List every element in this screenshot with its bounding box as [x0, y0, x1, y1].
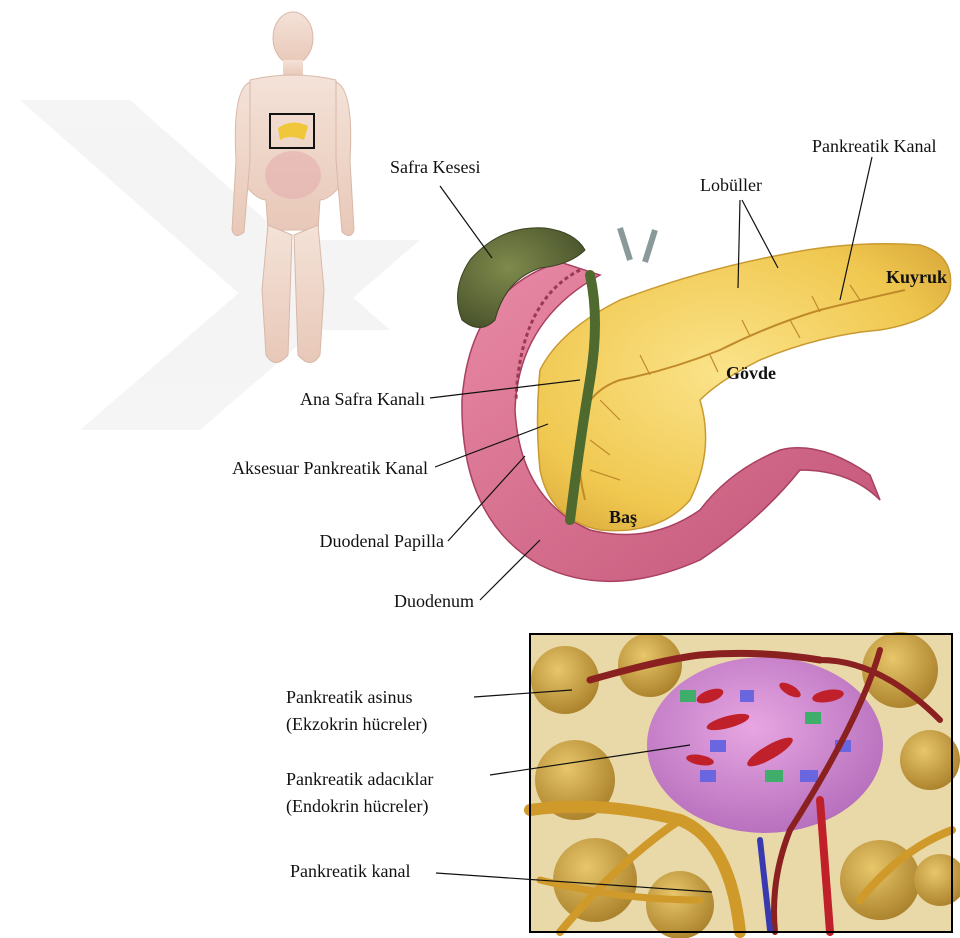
label-islets: Pankreatik adacıklar (Endokrin hücreler)	[286, 766, 433, 820]
label-duodenum: Duodenum	[394, 590, 474, 612]
label-islets-line2: (Endokrin hücreler)	[286, 793, 433, 820]
label-head: Baş	[609, 506, 637, 528]
label-accessory-duct: Aksesuar Pankreatik Kanal	[232, 457, 428, 479]
label-acinus: Pankreatik asinus (Ekzokrin hücreler)	[286, 684, 427, 738]
watermark	[20, 100, 420, 430]
label-islets-line1: Pankreatik adacıklar	[286, 766, 433, 793]
label-tail: Kuyruk	[886, 266, 947, 288]
label-pancreatic-duct: Pankreatik Kanal	[812, 135, 936, 157]
label-common-bile-duct: Ana Safra Kanalı	[300, 388, 425, 410]
label-acinus-line2: (Ekzokrin hücreler)	[286, 711, 427, 738]
label-body: Gövde	[726, 362, 776, 384]
label-gallbladder: Safra Kesesi	[390, 156, 480, 178]
label-duodenal-papilla: Duodenal Papilla	[320, 530, 444, 552]
label-acinus-line1: Pankreatik asinus	[286, 684, 427, 711]
islet-detail-inset	[530, 632, 960, 938]
label-detail-duct: Pankreatik kanal	[290, 860, 410, 882]
label-lobules: Lobüller	[700, 174, 762, 196]
